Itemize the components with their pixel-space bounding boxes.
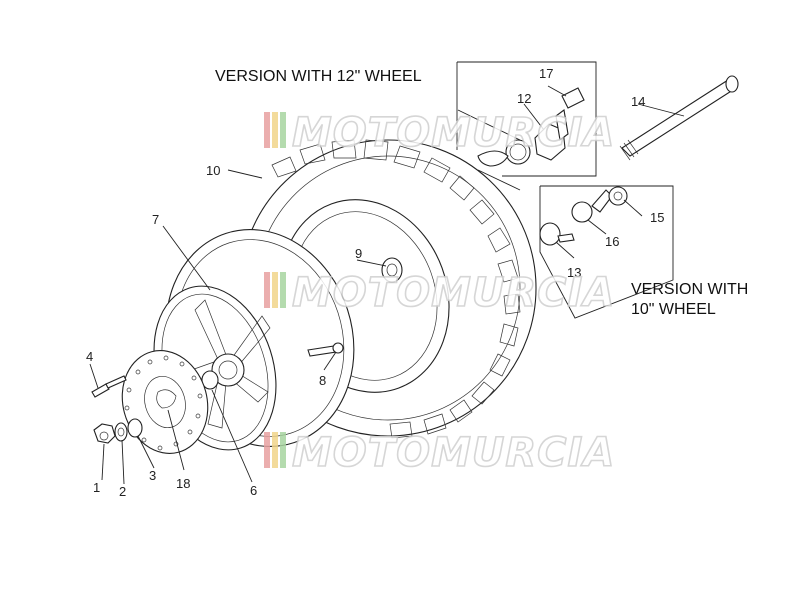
watermark-middle: MOTOMURCIA — [264, 269, 615, 317]
hub-bearing — [381, 257, 403, 283]
inset-box-10-wheel — [539, 185, 674, 319]
watermark-stripe-red — [264, 112, 270, 148]
watermark-stripe-yellow — [272, 112, 278, 148]
callout-13: 13 — [567, 265, 581, 280]
speedo-drive-10 — [539, 186, 628, 246]
callout-10: 10 — [206, 163, 220, 178]
disc-bolt — [91, 375, 127, 398]
watermark-stripe-green — [280, 112, 286, 148]
axle-nut — [93, 423, 116, 444]
callout-8: 8 — [319, 373, 326, 388]
callout-labels: 1 2 3 4 6 7 8 9 10 12 13 14 15 16 17 18 — [86, 66, 664, 499]
callout-4: 4 — [86, 349, 93, 364]
speedo-drive-12 — [477, 87, 585, 167]
watermark-bottom: MOTOMURCIA — [264, 429, 615, 477]
leader-lines — [89, 85, 685, 485]
watermark-text-middle: MOTOMURCIA — [292, 270, 615, 316]
callout-2: 2 — [119, 484, 126, 499]
callout-3: 3 — [149, 468, 156, 483]
watermark-text-bottom: MOTOMURCIA — [292, 430, 615, 476]
watermark-stripe-yellow — [272, 272, 278, 308]
heading-version-10-line1: VERSION WITH — [631, 281, 748, 298]
hub-bearing-inner — [386, 263, 398, 277]
washer — [114, 422, 128, 442]
inset-box-12-wheel — [457, 61, 597, 177]
watermark-stripe-red — [264, 432, 270, 468]
callout-7: 7 — [152, 212, 159, 227]
watermark-stripe-green — [280, 272, 286, 308]
brake-disc — [121, 350, 209, 454]
callout-9: 9 — [355, 246, 362, 261]
callout-6: 6 — [250, 483, 257, 498]
watermark-text-top: MOTOMURCIA — [292, 110, 615, 156]
heading-version-12: VERSION WITH 12" WHEEL — [215, 68, 422, 85]
spacer — [127, 418, 143, 438]
callout-12: 12 — [517, 91, 531, 106]
callout-14: 14 — [631, 94, 645, 109]
callout-16: 16 — [605, 234, 619, 249]
watermark-stripe-green — [280, 432, 286, 468]
callout-17: 17 — [539, 66, 553, 81]
wheel-axle — [619, 75, 739, 161]
watermark-stripe-red — [264, 272, 270, 308]
callout-15: 15 — [650, 210, 664, 225]
callout-18: 18 — [176, 476, 190, 491]
watermark-stripe-yellow — [272, 432, 278, 468]
watermark-top: MOTOMURCIA — [264, 109, 615, 157]
heading-version-10-line2: 10" WHEEL — [631, 301, 716, 318]
callout-1: 1 — [93, 480, 100, 495]
washer-hole — [117, 427, 125, 437]
